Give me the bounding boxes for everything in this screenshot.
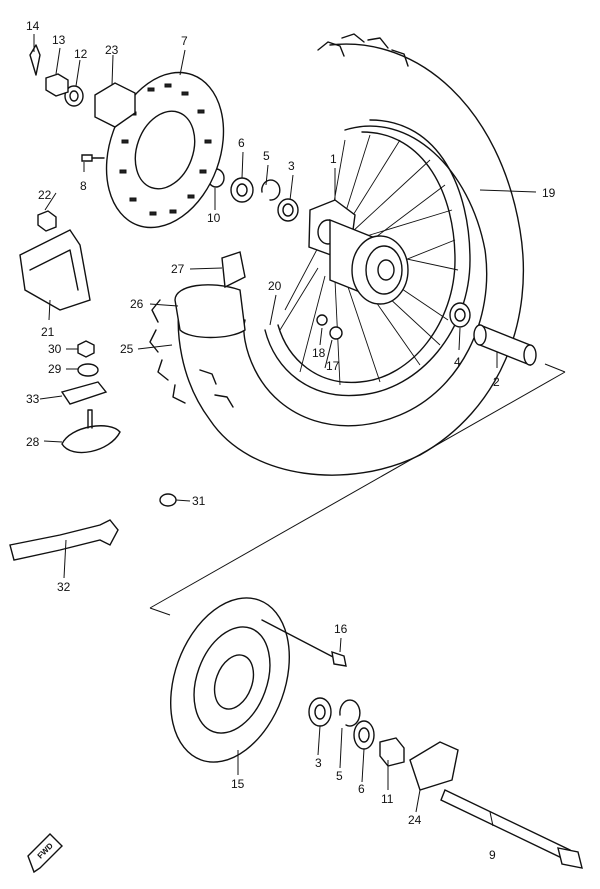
axle-nut-parts — [29, 44, 136, 162]
callout-32: 32 — [57, 580, 71, 594]
callout-29: 29 — [48, 362, 62, 376]
callout-2: 2 — [493, 375, 500, 389]
callout-21: 21 — [41, 325, 55, 339]
callout-4: 4 — [454, 355, 461, 369]
callout-3: 3 — [288, 159, 295, 173]
axle — [440, 789, 583, 869]
callout-labels: 1 2 3 4 5 6 7 8 9 10 11 12 13 14 15 16 1… — [26, 19, 556, 862]
callout-17: 17 — [326, 359, 340, 373]
callout-19: 19 — [542, 186, 556, 200]
valve-cap — [159, 493, 177, 507]
rim-lock-parts — [60, 340, 121, 454]
fwd-arrow-icon: FWD — [27, 833, 63, 874]
leader-lines — [33, 34, 537, 827]
callout-16: 16 — [334, 622, 348, 636]
callout-22: 22 — [38, 188, 52, 202]
callout-3-lower: 3 — [315, 756, 322, 770]
callout-25: 25 — [120, 342, 134, 356]
sprocket-bolt — [261, 619, 347, 667]
spoke-wrench — [9, 519, 119, 561]
callout-8: 8 — [80, 179, 87, 193]
rear-sprocket — [170, 597, 290, 763]
callout-24: 24 — [408, 813, 422, 827]
callout-23: 23 — [105, 43, 119, 57]
callout-12: 12 — [74, 47, 88, 61]
spacer-tube — [473, 323, 537, 367]
callout-13: 13 — [52, 33, 66, 47]
chain-adjuster — [409, 741, 459, 791]
callout-6: 6 — [238, 136, 245, 150]
hub — [308, 199, 409, 305]
lower-hub-parts — [308, 697, 405, 767]
perspective-frame — [149, 363, 566, 616]
callout-5-lower: 5 — [336, 769, 343, 783]
callout-11: 11 — [381, 792, 394, 806]
callout-31: 31 — [192, 494, 206, 508]
callout-1: 1 — [330, 152, 337, 166]
inner-tube — [174, 251, 246, 339]
callout-30: 30 — [48, 342, 62, 356]
callout-6-lower: 6 — [358, 782, 365, 796]
callout-26: 26 — [130, 297, 144, 311]
callout-5: 5 — [263, 149, 270, 163]
brake-disc — [105, 71, 225, 229]
callout-7: 7 — [181, 34, 188, 48]
callout-33: 33 — [26, 392, 40, 406]
callout-20: 20 — [268, 279, 282, 293]
chain-guide — [19, 210, 91, 311]
callout-28: 28 — [26, 435, 40, 449]
callout-18: 18 — [312, 346, 326, 360]
hub-small-parts — [207, 168, 471, 340]
callout-9: 9 — [489, 848, 496, 862]
callout-14: 14 — [26, 19, 40, 33]
rim — [264, 119, 471, 397]
callout-27: 27 — [171, 262, 185, 276]
callout-15: 15 — [231, 777, 245, 791]
tire — [149, 33, 524, 476]
callout-10: 10 — [207, 211, 221, 225]
